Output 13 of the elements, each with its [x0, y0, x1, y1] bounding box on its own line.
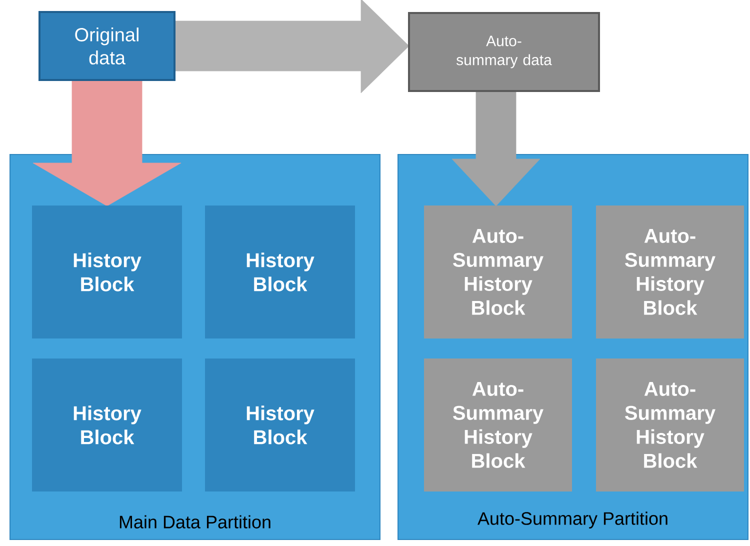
- block-arrow: [452, 90, 540, 206]
- block-arrow: [174, 0, 410, 94]
- source-data-box: Original data: [38, 11, 176, 81]
- history-block: History Block: [205, 358, 355, 492]
- block-arrow: [32, 80, 182, 206]
- history-block: History Block: [32, 358, 182, 492]
- summary-history-block: Auto-Summary History Block: [424, 206, 572, 338]
- summary-history-block: Auto-Summary History Block: [596, 206, 744, 338]
- summary-data-box: Auto-summary data: [408, 12, 600, 92]
- history-block: History Block: [32, 206, 182, 338]
- history-block: History Block: [205, 206, 355, 338]
- summary-history-block: Auto-Summary History Block: [596, 358, 744, 492]
- summary-history-block: Auto-Summary History Block: [424, 358, 572, 492]
